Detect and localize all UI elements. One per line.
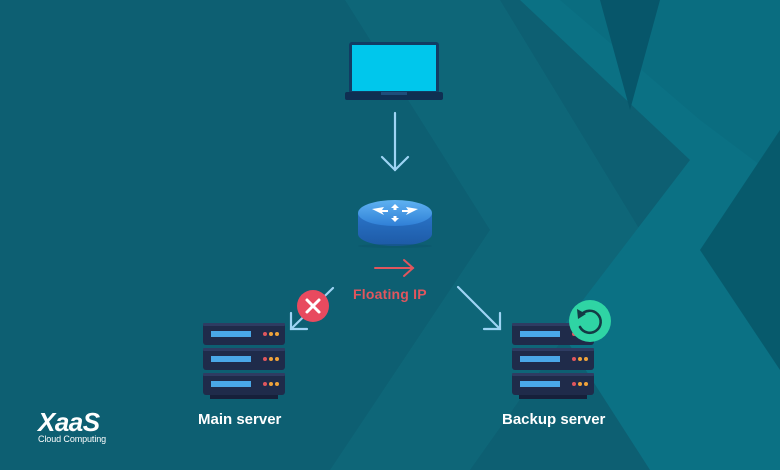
backup-server-rack-icon bbox=[512, 323, 594, 399]
server-unit bbox=[203, 373, 285, 395]
main-server-label: Main server bbox=[198, 411, 282, 428]
brand-tagline: Cloud Computing bbox=[38, 434, 107, 444]
router-icon bbox=[358, 200, 432, 248]
server-unit bbox=[512, 373, 594, 395]
server-unit bbox=[203, 348, 285, 370]
floating-ip-arrow bbox=[374, 259, 415, 277]
main-server-rack-icon bbox=[203, 323, 285, 399]
laptop-icon bbox=[345, 42, 443, 100]
restore-icon bbox=[569, 300, 611, 342]
backup-server-label: Backup server bbox=[502, 411, 606, 428]
brand-logo: XaaS Cloud Computing bbox=[38, 407, 107, 445]
brand-name: XaaS bbox=[38, 407, 100, 437]
arrow-router-to-backup bbox=[456, 285, 502, 331]
server-unit bbox=[512, 348, 594, 370]
floating-ip-label: Floating IP bbox=[353, 286, 427, 302]
server-unit bbox=[203, 323, 285, 345]
arrow-client-to-router bbox=[380, 111, 410, 172]
error-x-icon bbox=[297, 290, 329, 322]
